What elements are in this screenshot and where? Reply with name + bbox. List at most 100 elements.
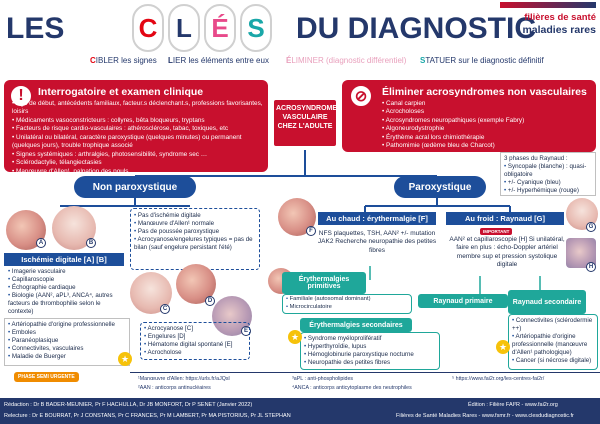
no-entry-icon: ⊘ <box>348 83 374 109</box>
no-ischemia-box: Pas d'ischémie digitale Manœuvre d'Allen… <box>130 208 260 270</box>
eryth-primitive-box: Familiale (autosomal dominant) Microcirc… <box>282 294 412 314</box>
list-item: Connectivites, vasculaires <box>8 345 126 353</box>
list-item: Acrocholoses <box>382 108 592 116</box>
list-item: Érythème acral lors chimiothérapie <box>382 134 592 142</box>
header: LES C L É S DU DIAGNOSTIC filières de sa… <box>0 0 600 78</box>
raynaud-secondaire-box: Connectivites (sclérodermie ++) Artériop… <box>508 314 598 370</box>
photo-label-d: D <box>205 296 215 306</box>
list-item: Pathomimie (œdème bleu de Charcot) <box>382 142 592 150</box>
ischemie-list: Imagerie vasculaire Capillaroscopie Écho… <box>8 268 126 316</box>
def-anca: ⁴ANCA : anticorps anticytoplasme des neu… <box>292 385 412 391</box>
no-ischemia-list: Pas d'ischémie digitale Manœuvre d'Allen… <box>134 212 256 252</box>
eryth-secondaire-list: Syndrome myéloprolifératif Hyperthyroïdi… <box>304 335 436 367</box>
photo-label-g: G <box>586 222 596 232</box>
list-item: Pas de poussée paroxystique <box>134 228 256 236</box>
list-item: Biologie (AAN², aPL³, ANCA⁴, autres fact… <box>8 292 126 316</box>
list-item: Médicaments vasoconstricteurs : collyres… <box>12 117 264 125</box>
list-item: Capillaroscopie <box>8 276 126 284</box>
center-line2: VASCULAIRE <box>282 114 328 122</box>
key-c-icon: C <box>132 4 164 52</box>
definitions: ¹Manœuvre d'Allen: https://urls.fr/aJQsl… <box>130 372 600 394</box>
list-item: Artériopathie d'origine professionnelle … <box>512 333 594 357</box>
def-apl: ³aPL : anti-phospholipides <box>292 376 354 382</box>
list-item: Syncopale (blanche) : quasi-obligatoire <box>504 163 592 179</box>
subtitle-cibler: CIBLER les signes <box>90 56 157 65</box>
list-item: Engelures [D] <box>144 333 246 341</box>
star-icon: ★ <box>288 330 302 344</box>
raynaud-secondaire-header: Raynaud secondaire <box>508 290 586 314</box>
froid-bar: Au froid : Raynaud [G] <box>446 212 564 225</box>
eliminer-list: Canal carpien Acrocholoses Acrosyndromes… <box>382 100 592 151</box>
star-icon: ★ <box>496 340 510 354</box>
list-item: Hyperthyroïdie, lupus <box>304 343 436 351</box>
center-line1: ACROSYNDROME <box>276 105 338 112</box>
list-item: Pas d'ischémie digitale <box>134 212 256 220</box>
key-e-icon: É <box>204 4 236 52</box>
list-item: Signes systémiques : arthralgies, photos… <box>12 151 264 159</box>
subtitle-statuer: STATUER sur le diagnostic définitif <box>420 56 544 65</box>
raynaud-secondaire-list: Connectivites (sclérodermie ++) Artériop… <box>512 317 594 365</box>
photo-label-f: F <box>306 226 316 236</box>
footer-edition: Édition : Filière FAI²R - www.fai2r.org <box>468 402 558 408</box>
raynaud-primaire-box: Raynaud primaire <box>418 294 508 308</box>
list-item: +/- Hyperhémique (rouge) <box>504 187 592 195</box>
causes-box: Artériopathie d'origine professionnelle … <box>4 318 130 366</box>
list-item: Artériopathie d'origine professionnelle <box>8 321 126 329</box>
list-item: Hémoglobinurie paroxystique nocturne <box>304 351 436 359</box>
logo-line1: filières de santé <box>524 12 596 23</box>
eryth-primitive-list: Familiale (autosomal dominant) Microcirc… <box>286 296 408 311</box>
footer: Rédaction : Dr B BADER-MEUNIER, Pr F HAC… <box>0 398 600 424</box>
important-badge: IMPORTANT <box>480 228 513 235</box>
list-item: Acrocyanose/engelures typiques = pas de … <box>134 236 256 252</box>
list-item: Cancer (si nécrose digitale) <box>512 357 594 365</box>
list-item: Connectivites (sclérodermie ++) <box>512 317 594 333</box>
star-icon: ★ <box>118 352 132 366</box>
list-item: Manœuvre d'Allen¹ normale <box>134 220 256 228</box>
list-item: Sclérodactylie, télangiectasies <box>12 159 264 167</box>
eryth-primitive-header: Érythermalgies primitives <box>282 272 366 294</box>
eryth-secondaire-header: Érythermalgies secondaires <box>300 318 412 332</box>
raynaud-phases-title: 3 phases du Raynaud : <box>504 155 568 162</box>
raynaud-phases-box: 3 phases du Raynaud : Syncopale (blanche… <box>500 152 596 196</box>
photo-label-a: A <box>36 238 46 248</box>
list-item: Emboles <box>8 329 126 337</box>
list-item: Algoneurodystrophie <box>382 125 592 133</box>
list-item: Acrocholose <box>144 349 246 357</box>
logo-bar <box>500 2 596 8</box>
logo-line2: maladies rares <box>522 23 596 36</box>
list-item: Imagerie vasculaire <box>8 268 126 276</box>
list-item: Manœuvre d'Allen¹, palpation des pouls <box>12 168 264 176</box>
center-line3: CHEZ L'ADULTE <box>277 123 333 131</box>
title-left: LES <box>6 12 65 45</box>
list-item: Unilatéral ou bilatéral, caractère parox… <box>12 134 264 151</box>
def-link[interactable]: ⁵ https://www.fai2r.org/les-centres-fai2… <box>452 376 545 382</box>
phase-semi-urgente-button: PHASE SEMI URGENTE <box>14 372 79 382</box>
subtitle-eliminer: ÉLIMINER (diagnostic différentiel) <box>286 56 407 65</box>
fsmr-logo: filières de santé maladies rares <box>498 12 596 37</box>
list-item: Syndrome myéloprolifératif <box>304 335 436 343</box>
interrogatoire-box: ! Interrogatoire et examen clinique Âge … <box>4 80 268 175</box>
list-item: Neuropathie des petites fibres <box>304 359 436 367</box>
chaud-text: NFS plaquettes, TSH, AAN² +/- mutation J… <box>317 230 437 254</box>
non-paroxystique-pill: Non paroxystique <box>74 176 196 198</box>
list-item: Acrocyanose [C] <box>144 325 246 333</box>
acro-box: Acrocyanose [C] Engelures [D] Hématome d… <box>140 322 250 360</box>
list-item: Microcirculatoire <box>286 304 408 312</box>
list-item: Hématome digital spontané [E] <box>144 341 246 349</box>
acrosyndrome-box: ACROSYNDROME VASCULAIRE CHEZ L'ADULTE <box>272 98 338 148</box>
eliminer-box: ⊘ Éliminer acrosyndromes non vasculaires… <box>342 80 596 152</box>
key-l-icon: L <box>168 4 200 52</box>
froid-text: AAN² et capillaroscopie [H] Si unilatéra… <box>449 236 565 268</box>
list-item: +/- Cyanique (bleu) <box>504 179 592 187</box>
chaud-bar: Au chaud : érythermalgie [F] <box>318 212 436 225</box>
photo-label-b: B <box>86 238 96 248</box>
interrogatoire-list: Âge de début, antécédents familiaux, fac… <box>12 100 264 176</box>
interrogatoire-title: Interrogatoire et examen clinique <box>38 86 204 98</box>
key-s-icon: S <box>240 4 272 52</box>
list-item: Maladie de Buerger <box>8 353 126 361</box>
list-item: Échographie cardiaque <box>8 284 126 292</box>
acro-list: Acrocyanose [C] Engelures [D] Hématome d… <box>144 325 246 357</box>
subtitle-lier: LIER les éléments entre eux <box>168 56 269 65</box>
footer-redaction: Rédaction : Dr B BADER-MEUNIER, Pr F HAC… <box>4 402 253 408</box>
ischemie-digitale-bar: Ischémie digitale [A] [B] <box>4 253 124 266</box>
